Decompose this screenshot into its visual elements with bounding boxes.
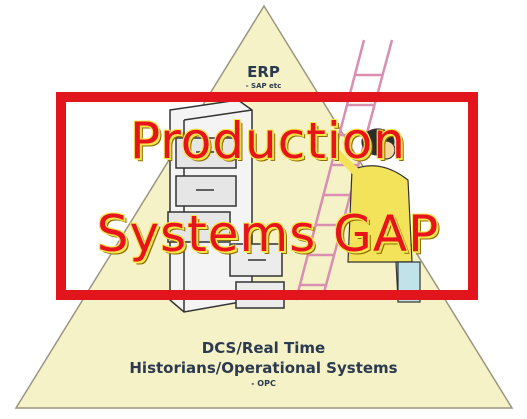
- bottom-title-line2: Historians/Operational Systems: [129, 359, 398, 377]
- gap-frame: [56, 92, 478, 300]
- erp-subtitle: - SAP etc: [245, 82, 282, 90]
- erp-title: ERP: [247, 63, 280, 81]
- bottom-subtitle: - OPC: [251, 379, 276, 388]
- gap-banner-line2: Systems GAP: [96, 205, 440, 263]
- bottom-title-line1: DCS/Real Time: [201, 339, 326, 357]
- gap-banner-line1: Production: [129, 112, 406, 170]
- filing-cabinet-icon: [167, 99, 285, 313]
